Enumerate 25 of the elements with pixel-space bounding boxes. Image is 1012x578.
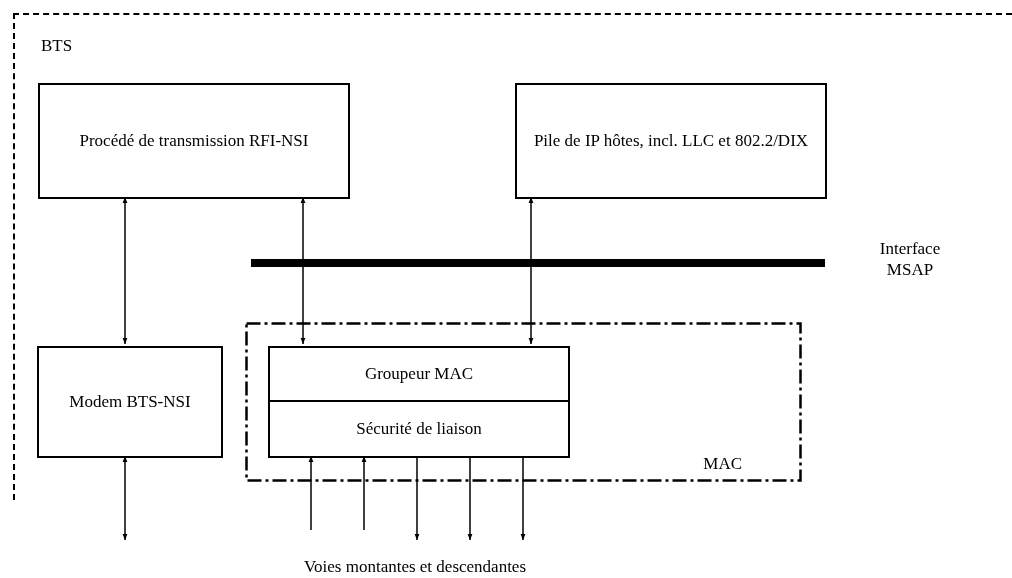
- process-box: [515, 83, 827, 199]
- process-box: [268, 402, 570, 458]
- mac-region: [245, 322, 802, 482]
- arrow: [122, 196, 128, 345]
- arrow: [520, 455, 526, 541]
- arrow: [528, 196, 534, 345]
- arrow: [414, 455, 420, 541]
- process-box: [268, 346, 570, 402]
- caption: Voies montantes et descendantes: [302, 556, 527, 578]
- process-box: [38, 83, 350, 199]
- interface-label: Interface MSAP: [878, 238, 942, 281]
- node-label: Procédé de transmission RFI-NSI: [79, 130, 309, 152]
- node-label: Groupeur MAC: [364, 363, 474, 385]
- node-label: BTS: [41, 35, 73, 57]
- node-label: MAC: [703, 452, 742, 474]
- arrow: [122, 455, 128, 541]
- arrow: [361, 455, 367, 531]
- node-label: Sécurité de liaison: [356, 418, 482, 440]
- arrow: [308, 455, 314, 531]
- bts-region: [13, 13, 1012, 500]
- node-label: Modem BTS-NSI: [69, 391, 191, 413]
- node-label: Pile de IP hôtes, incl. LLC et 802.2/DIX: [533, 130, 809, 152]
- arrow: [467, 455, 473, 541]
- process-box: [37, 346, 223, 458]
- arrow: [300, 196, 306, 345]
